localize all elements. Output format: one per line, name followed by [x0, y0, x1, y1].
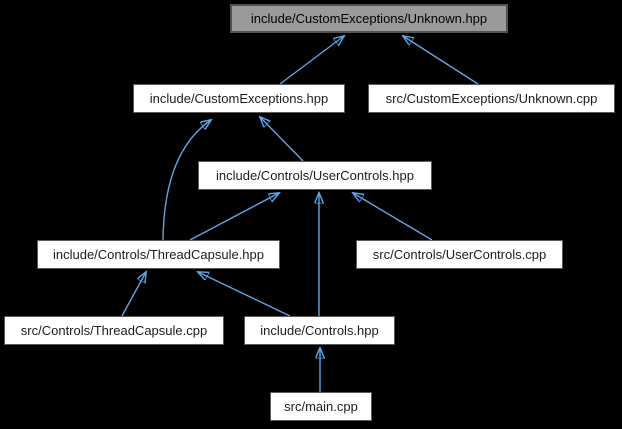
node-label: include/Controls/UserControls.hpp [216, 168, 414, 183]
node-src-controls-usercontrols-cpp[interactable]: src/Controls/UserControls.cpp [356, 240, 563, 269]
edge-threadcapsule_hpp-to-usercontrols_hpp [189, 193, 279, 241]
node-label: src/Controls/UserControls.cpp [372, 247, 547, 262]
node-include-customexceptions-hpp[interactable]: include/CustomExceptions.hpp [133, 84, 345, 113]
node-label: include/CustomExceptions/Unknown.hpp [250, 11, 488, 26]
node-label: include/CustomExceptions.hpp [149, 91, 329, 106]
edge-threadcapsule_hpp-to-customexceptions_hpp [162, 120, 211, 241]
edge-unknown_cpp-to-unknown_hpp [403, 36, 479, 85]
node-label: src/CustomExceptions/Unknown.cpp [385, 91, 598, 106]
edge-usercontrols_hpp-to-customexceptions_hpp [260, 117, 304, 162]
node-include-controls-usercontrols-hpp[interactable]: include/Controls/UserControls.hpp [198, 161, 432, 190]
node-src-main-cpp[interactable]: src/main.cpp [270, 392, 372, 421]
node-label: src/Controls/ThreadCapsule.cpp [20, 323, 208, 338]
node-src-customexceptions-unknown-cpp[interactable]: src/CustomExceptions/Unknown.cpp [368, 84, 615, 113]
edge-usercontrols_cpp-to-usercontrols_hpp [353, 193, 433, 241]
node-include-customexceptions-unknown-hpp[interactable]: include/CustomExceptions/Unknown.hpp [230, 4, 508, 33]
edge-controls_hpp-to-threadcapsule_hpp [198, 272, 291, 317]
edge-threadcapsule_cpp-to-threadcapsule_hpp [121, 272, 146, 317]
node-label: include/Controls.hpp [260, 323, 379, 338]
node-include-controls-threadcapsule-hpp[interactable]: include/Controls/ThreadCapsule.hpp [37, 240, 280, 269]
node-label: include/Controls/ThreadCapsule.hpp [52, 247, 264, 262]
node-label: src/main.cpp [284, 399, 358, 414]
edge-customexceptions_hpp-to-unknown_hpp [279, 36, 344, 85]
node-include-controls-hpp[interactable]: include/Controls.hpp [244, 316, 395, 345]
node-src-controls-threadcapsule-cpp[interactable]: src/Controls/ThreadCapsule.cpp [4, 316, 224, 345]
